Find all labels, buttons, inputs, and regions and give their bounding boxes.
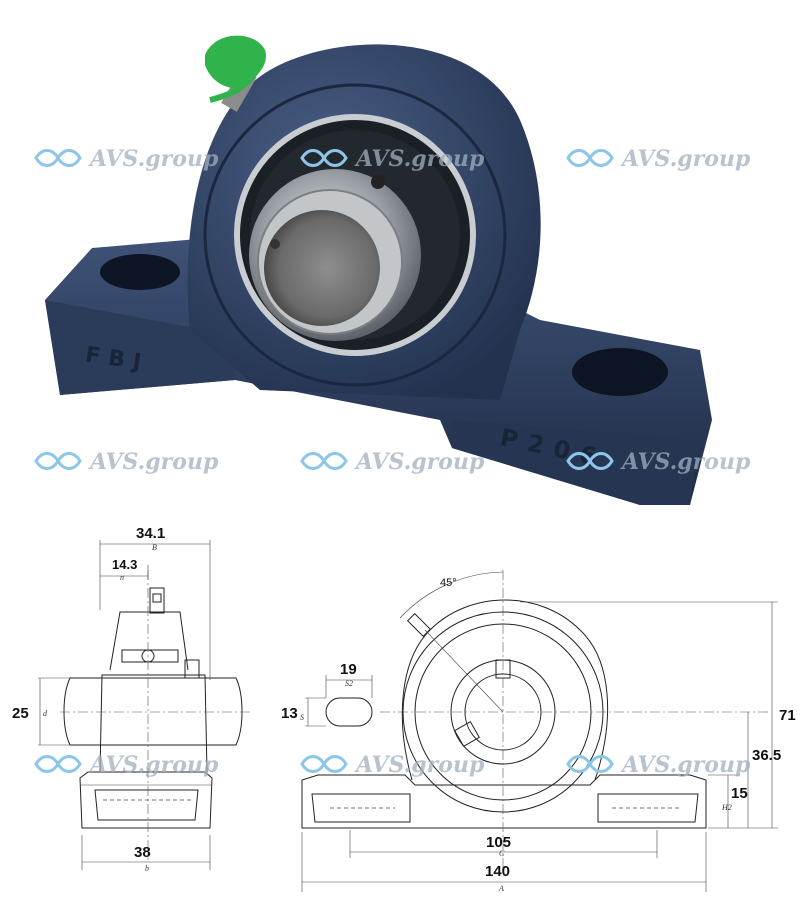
dimension-S2-sub: S2: [345, 679, 353, 688]
front-view: [301, 570, 770, 870]
dimension-d: 25: [12, 705, 29, 722]
dimension-S2: 19: [340, 661, 357, 678]
dimension-B-sub: B: [152, 543, 157, 552]
dimension-C-sub: C: [499, 849, 505, 858]
dimension-A-sub: A: [498, 884, 504, 893]
dimension-S-sub: S: [300, 713, 304, 722]
dimension-H2: 15: [731, 785, 748, 802]
dimension-b: 38: [134, 844, 151, 861]
dimension-H: 36.5: [752, 747, 781, 764]
slot-detail: [305, 675, 373, 727]
dimension-C: 105: [486, 834, 511, 851]
grease-fitting-icon: [205, 35, 266, 112]
dimension-A: 140: [485, 863, 510, 880]
dimension-d-sub: d: [43, 709, 48, 718]
bearing-photo: FBJ P206: [45, 35, 712, 505]
dimension-angle: 45°: [440, 577, 457, 589]
dimension-H1: 71: [779, 707, 796, 724]
bolt-hole-right: [572, 348, 668, 396]
dimension-H2-sub: H2: [721, 803, 732, 812]
dimension-B: 34.1: [136, 525, 165, 542]
bolt-hole-left: [100, 254, 180, 290]
bearing-insert: [234, 114, 476, 356]
side-view: [60, 570, 250, 860]
dimension-S: 13: [281, 705, 298, 722]
dimension-n-sub: n: [120, 573, 124, 582]
dimension-b-sub: b: [145, 864, 149, 873]
dimension-n: 14.3: [112, 557, 137, 572]
technical-drawing: 34.1 B 14.3 n 25 d 38 b 19 S2 13 S: [12, 525, 796, 893]
